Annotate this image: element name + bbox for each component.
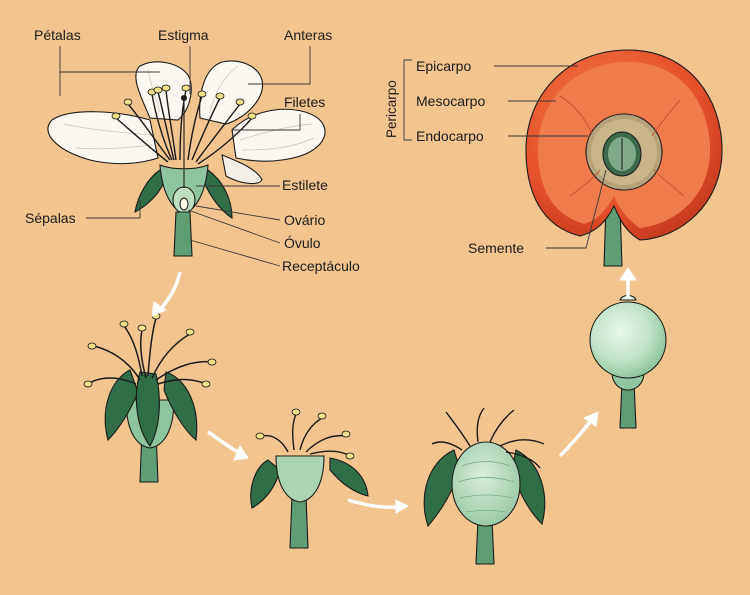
flower-stalk [173, 211, 193, 257]
label-estigma: Estigma [158, 27, 209, 43]
label-sepalas: Sépalas [25, 210, 76, 226]
stage-3-filaments [261, 413, 351, 457]
stamen-filaments [115, 89, 253, 165]
stage-2-sepal-right [163, 371, 198, 442]
label-semente: Semente [468, 240, 524, 256]
label-filetes: Filetes [284, 94, 325, 110]
anther-dots [111, 84, 257, 120]
arrow-stage-2-to-stage-3 [207, 430, 249, 461]
sepal-right [203, 169, 233, 220]
leader-sepalas [86, 200, 141, 219]
arrow-stage-4-to-stage-5 [558, 411, 599, 458]
stage-4-filaments [431, 407, 545, 469]
arrow-flower-to-stage-2 [151, 271, 182, 317]
stage-2-sepal-left [104, 369, 139, 442]
stage-3-sepal-left [250, 459, 281, 509]
mature-fruit-illustration [525, 49, 723, 267]
stage-4-illustration [423, 407, 546, 565]
label-petalas: Pétalas [34, 27, 81, 43]
stage-3-illustration [250, 408, 369, 549]
stage-5-fruit [589, 301, 667, 379]
label-estilete: Estilete [282, 177, 328, 193]
label-ovario: Ovário [284, 212, 325, 228]
flower-label-group: Pétalas Estigma Anteras Filetes Estilete… [25, 27, 360, 274]
label-ovulo: Óvulo [284, 235, 321, 251]
label-anteras: Anteras [284, 27, 332, 43]
stage-5-illustration [589, 294, 667, 429]
leader-ovulo [187, 209, 281, 244]
stage-3-anthers [255, 408, 355, 460]
stage-2-illustration [83, 312, 217, 483]
leader-ovario [195, 205, 281, 221]
sepal-left [134, 169, 165, 214]
petal-lower-right [221, 154, 263, 185]
mesocarp-fiber-3 [569, 169, 601, 197]
pericarpo-bracket [403, 59, 412, 141]
stage-2-anthers [83, 312, 217, 388]
mesocarp-fiber-4 [653, 169, 685, 197]
ovule-shape [179, 197, 189, 211]
stage-4-fruit-texture [457, 461, 515, 513]
flower-illustration [47, 60, 326, 257]
label-pericarpo: Pericarpo [384, 80, 399, 138]
mesocarp-fiber-1 [559, 95, 593, 135]
petal-right [231, 108, 326, 162]
arrow-stage-3-to-stage-4 [347, 498, 410, 514]
label-mesocarpo: Mesocarpo [416, 93, 485, 109]
stage-2-sepal-center [135, 371, 160, 448]
arrow-stage-5-to-mature [619, 267, 637, 298]
progression-arrows [151, 267, 637, 514]
petal-left [47, 111, 159, 165]
stage-4-stalk [475, 519, 495, 565]
label-endocarpo: Endocarpo [416, 128, 484, 144]
stage-3-stalk [289, 495, 309, 549]
leader-receptaculo [189, 239, 281, 267]
stage-4-fruit [451, 441, 521, 527]
mesocarp-fiber-2 [651, 99, 681, 137]
label-epicarpo: Epicarpo [416, 58, 471, 74]
leader-semente [546, 169, 607, 249]
stage-3-ovary [275, 455, 325, 503]
stigma-dot [181, 95, 187, 101]
fruit-label-group: Pericarpo Epicarpo Mesocarpo Endocarpo S… [384, 58, 607, 256]
leader-anteras [248, 46, 311, 85]
label-receptaculo: Receptáculo [282, 258, 360, 274]
leader-filetes [232, 114, 301, 131]
stage-3-sepal-right [329, 457, 369, 497]
